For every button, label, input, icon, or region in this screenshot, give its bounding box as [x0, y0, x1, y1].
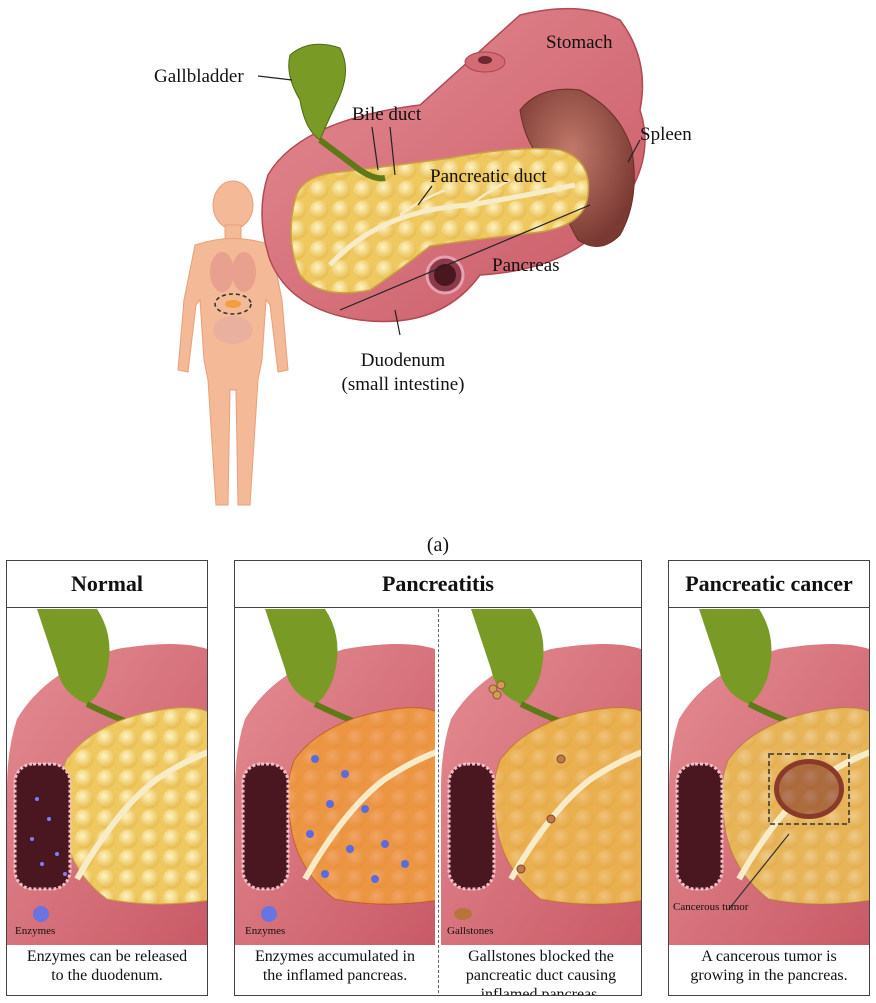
pancreatitis-legend-gallstones: Gallstones	[447, 925, 494, 937]
panel-cancer: Pancreatic cancer Cancerous tumor A canc…	[668, 560, 870, 996]
pancreatitis-gallstones-caption: Gallstones blocked the pancreatic duct c…	[441, 947, 641, 996]
normal-illustration	[7, 609, 207, 945]
pancreatitis-legend-enzymes: Enzymes	[245, 925, 286, 937]
pancreatitis-enzymes-caption: Enzymes accumulated in the inflamed panc…	[235, 947, 435, 985]
normal-caption-line-2: to the duodenum.	[51, 967, 163, 984]
normal-caption: Enzymes can be released to the duodenum.	[7, 947, 207, 985]
pancreatitis-right-caption-line-3: inflamed pancreas.	[480, 986, 602, 996]
pancreas-shape	[290, 147, 590, 294]
label-small-intestine: (small intestine)	[341, 374, 465, 395]
pancreatitis-right-caption-line-2: pancreatic duct causing	[465, 967, 617, 984]
pancreatitis-left-caption-line-2: the inflamed pancreas.	[262, 967, 408, 984]
panel-cancer-title: Pancreatic cancer	[669, 561, 869, 608]
anatomy-svg	[177, 7, 646, 506]
label-gallbladder: Gallbladder	[154, 66, 244, 87]
label-pancreas: Pancreas	[492, 255, 560, 276]
anatomy-illustration: Stomach Gallbladder Bile duct Spleen Pan…	[154, 7, 692, 506]
pancreatitis-gallstones-illustration	[441, 609, 641, 945]
label-spleen: Spleen	[640, 124, 692, 145]
label-pancreatic-duct: Pancreatic duct	[430, 166, 547, 187]
pancreatitis-enzymes-illustration	[235, 609, 435, 945]
enzyme-legend-icon	[33, 906, 49, 922]
panel-normal-title: Normal	[7, 561, 207, 608]
bile-duct-shape	[318, 137, 386, 182]
pancreatitis-divider	[438, 609, 439, 993]
cancer-illustration	[669, 609, 869, 945]
pancreatitis-left-caption-line-1: Enzymes accumulated in	[255, 948, 415, 965]
cancer-caption-line-1: A cancerous tumor is	[701, 948, 837, 965]
label-bile-duct: Bile duct	[352, 104, 422, 125]
cancer-legend-tumor: Cancerous tumor	[673, 901, 749, 913]
cancer-caption: A cancerous tumor is growing in the panc…	[669, 947, 869, 985]
pancreatitis-right-caption-line-1: Gallstones blocked the	[468, 948, 614, 965]
human-body-figure	[177, 180, 289, 506]
tumor-highlight-box	[768, 753, 850, 825]
gallbladder-shape	[288, 43, 346, 141]
panel-pancreatitis: Pancreatitis Enzymes Gallst	[234, 560, 642, 996]
figure-caption-a: (a)	[426, 534, 450, 556]
normal-legend-enzymes: Enzymes	[15, 925, 56, 937]
label-stomach: Stomach	[546, 32, 613, 53]
enzyme-legend-icon	[261, 906, 277, 922]
label-duodenum: Duodenum	[360, 350, 446, 371]
gallstone-legend-icon	[454, 908, 472, 920]
normal-caption-line-1: Enzymes can be released	[26, 948, 188, 965]
panel-pancreatitis-title: Pancreatitis	[235, 561, 641, 608]
panel-normal: Normal Enzymes Enzymes can be released t…	[6, 560, 208, 996]
pancreas-location-marker	[214, 293, 252, 315]
cancer-caption-line-2: growing in the pancreas.	[690, 967, 848, 984]
